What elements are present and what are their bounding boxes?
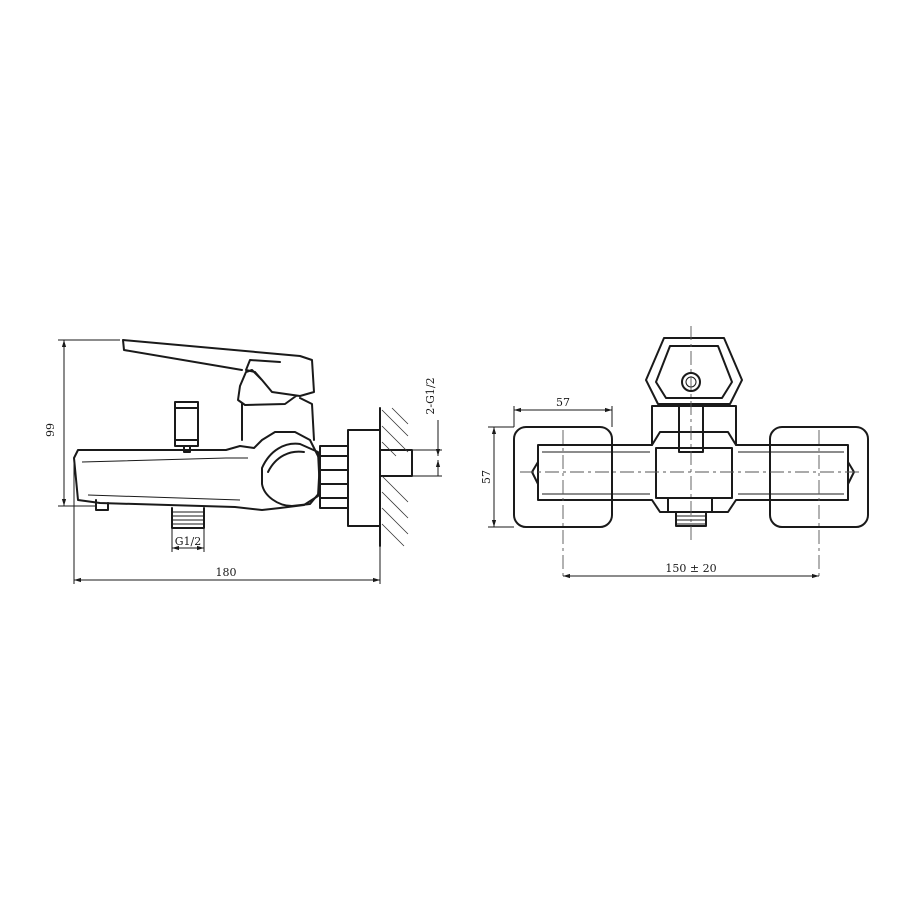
center-distance-label: 150 ± 20 [665, 562, 716, 575]
front-body [537, 431, 849, 513]
front-body-inner [542, 451, 844, 495]
handle-cap-circle [681, 372, 701, 392]
flange-height-dimension: 57 [480, 426, 514, 528]
length-label: 180 [216, 566, 237, 579]
center-distance-dimension: 150 ± 20 [563, 562, 819, 579]
lever-handle [122, 339, 315, 406]
inlet-thread-dimension: G1/2 [171, 528, 205, 552]
diverter-knob [174, 401, 199, 453]
diverter-knob-front [678, 405, 704, 453]
spout-inner-line [81, 457, 248, 501]
inlet-thread-label: G1/2 [175, 535, 202, 548]
hex-nut [319, 445, 349, 509]
wall-thread-label: 2-G1/2 [424, 377, 437, 414]
front-view: 57 57 150 ± 20 [480, 326, 869, 580]
right-wall-flange [769, 426, 869, 528]
spout-outlet [95, 499, 109, 511]
wall-hatching [381, 407, 409, 547]
flange-offset-dimension: 57 [513, 396, 613, 427]
inlet-thread [172, 511, 204, 525]
side-view: 99 180 G1/2 2-G1/2 [44, 339, 442, 584]
height-dimension: 99 [44, 339, 120, 507]
wall-thread-dimension: 2-G1/2 [412, 377, 442, 477]
height-label: 99 [44, 423, 57, 437]
length-dimension: 180 [73, 458, 381, 584]
left-wall-flange [513, 426, 613, 528]
cartridge-body [241, 397, 315, 441]
inlet-nut [171, 507, 205, 529]
bottom-outlet [667, 497, 713, 527]
handle-front [645, 337, 743, 405]
flange-offset-label: 57 [556, 396, 570, 409]
flange-height-label: 57 [480, 470, 493, 484]
body-shroud [261, 442, 321, 507]
